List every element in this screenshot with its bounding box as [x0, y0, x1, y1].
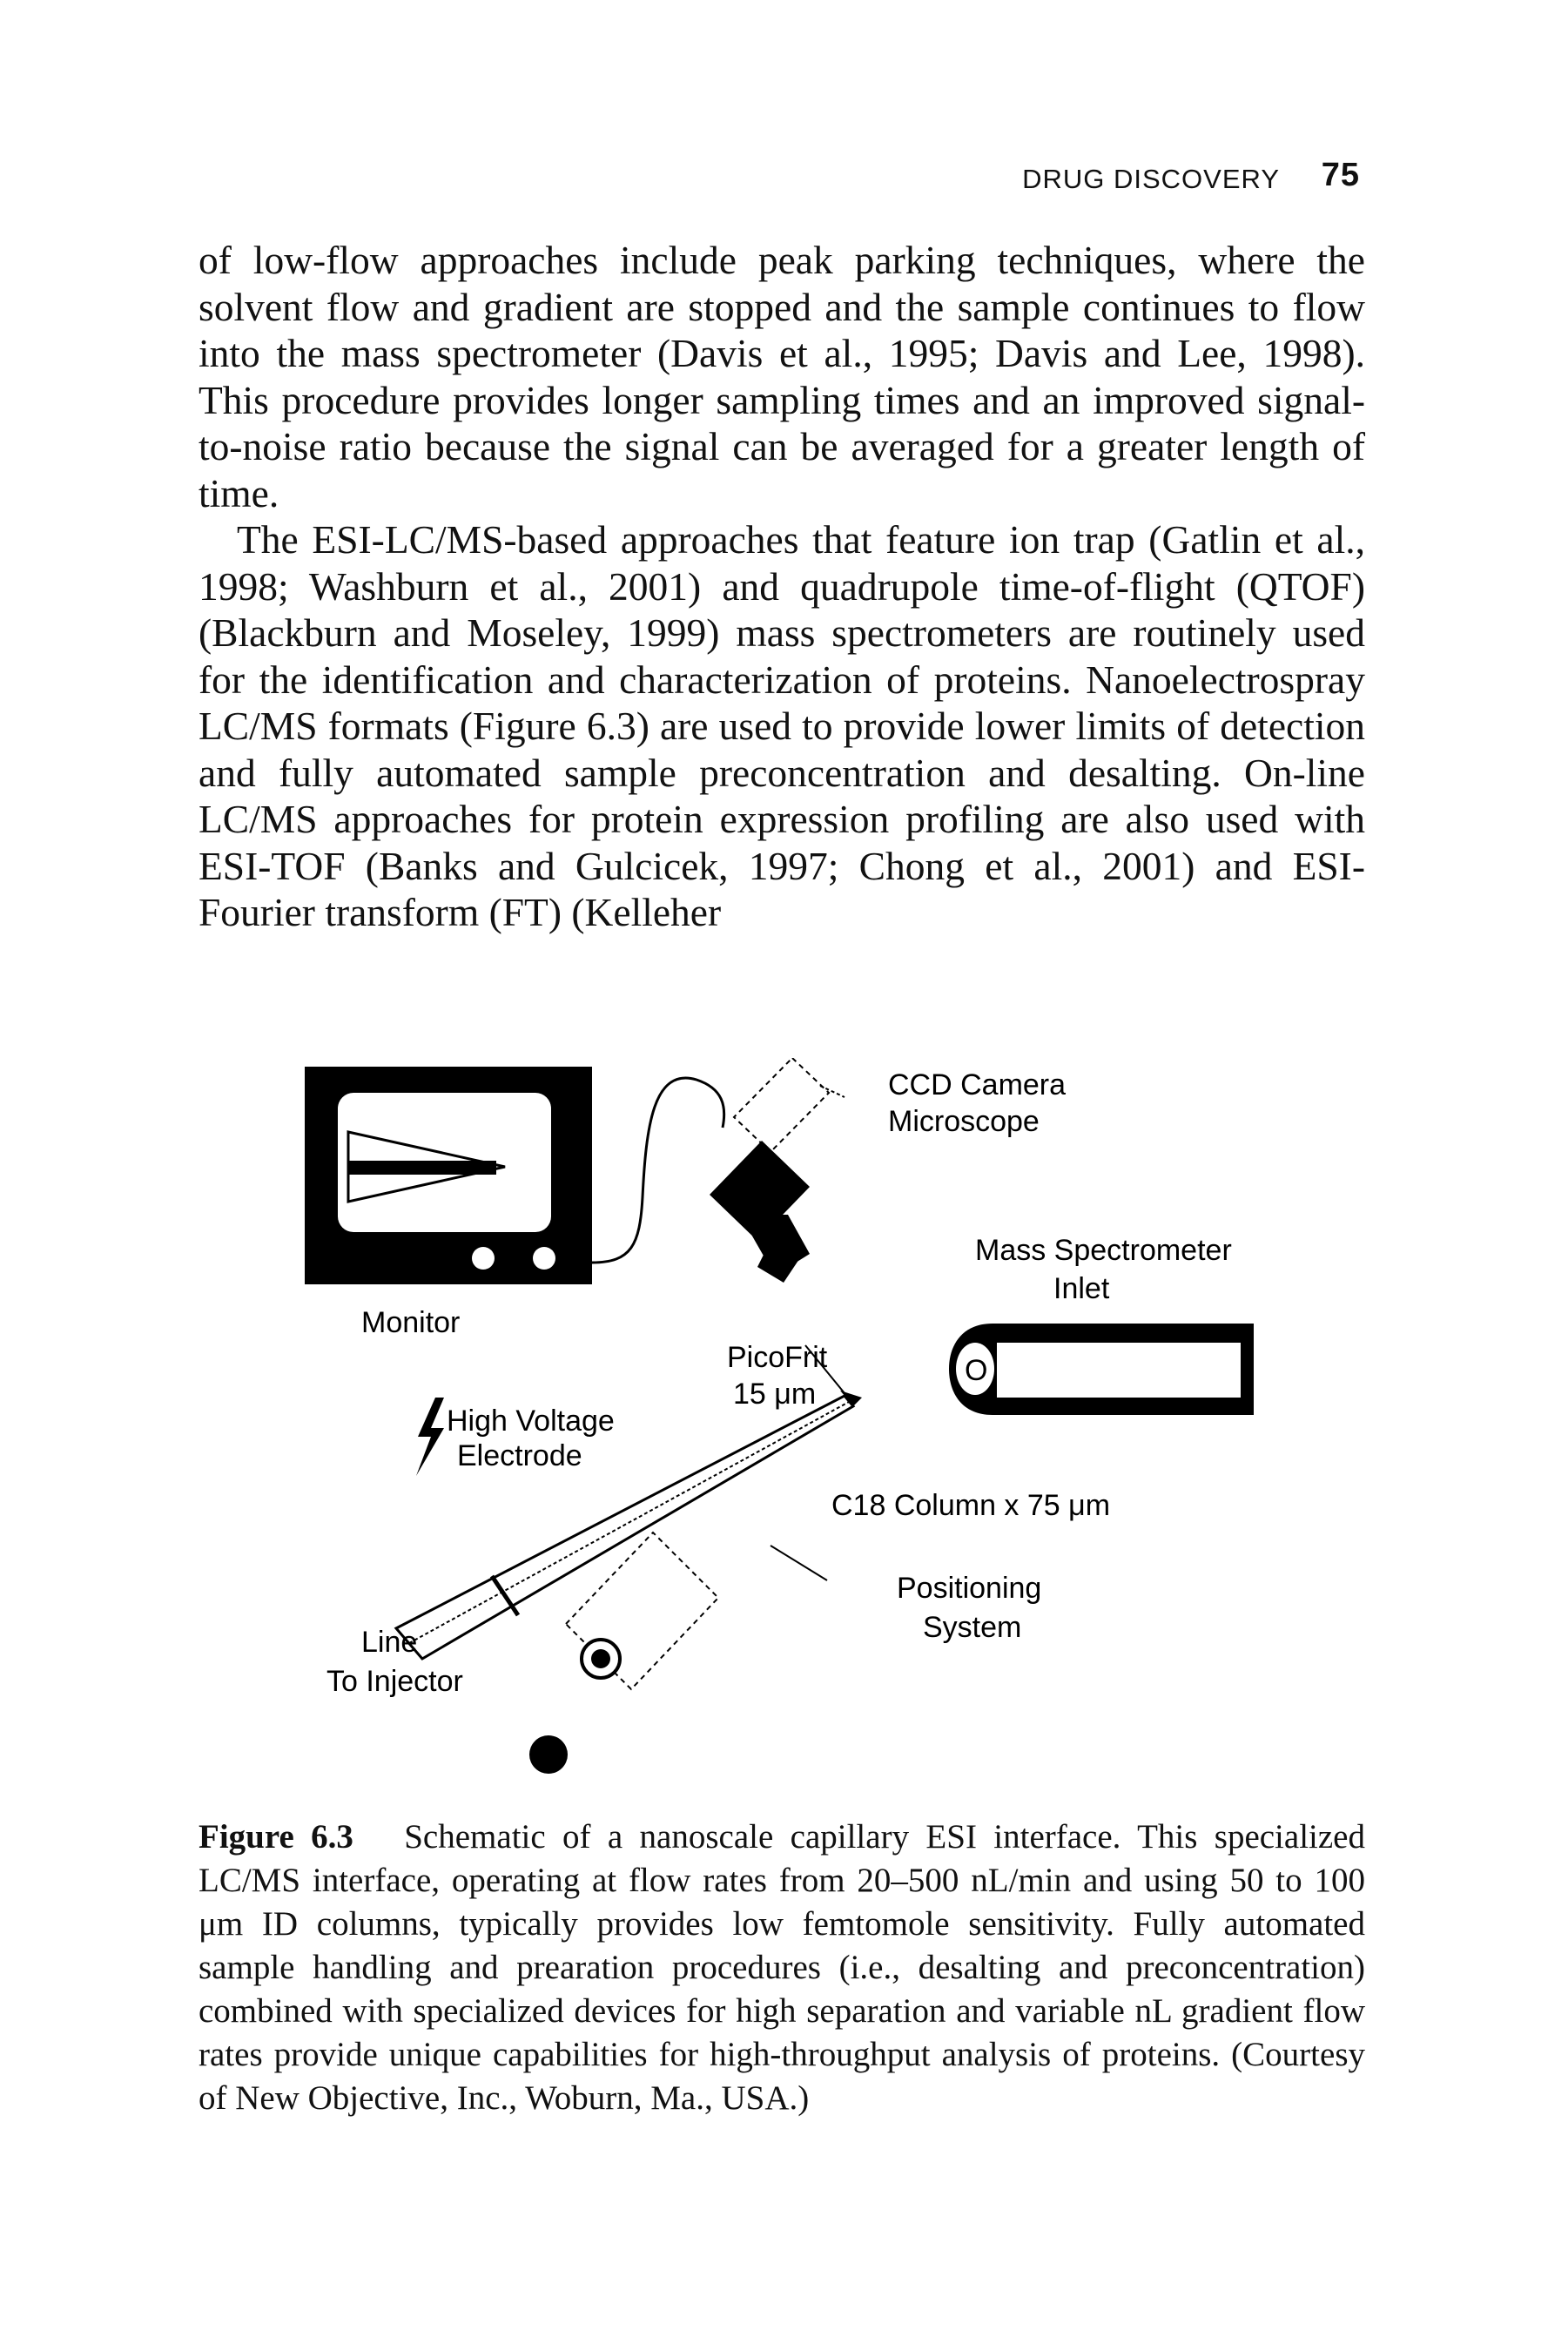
- positioning-system-icon: [529, 1531, 720, 1774]
- figure-caption: Figure 6.3 Schematic of a nanoscale capi…: [199, 1815, 1365, 2120]
- c18-leader: [770, 1545, 828, 1581]
- ccd-leader: [819, 1085, 845, 1098]
- hv-label-line2: Electrode: [457, 1439, 582, 1472]
- figure-6-3: CCD Camera Microscope Monitor Mass Spect…: [287, 1058, 1289, 1807]
- ms-inlet-icon: [949, 1324, 1254, 1415]
- running-header: DRUG DISCOVERY 75: [1010, 157, 1376, 200]
- body-text: of low-flow approaches include peak park…: [199, 237, 1365, 936]
- ccd-camera-icon: [710, 1058, 831, 1283]
- paragraph: of low-flow approaches include peak park…: [199, 238, 1365, 515]
- paragraph: The ESI-LC/MS-based approaches that feat…: [199, 517, 1365, 934]
- positioning-label-line1: Positioning: [897, 1572, 1041, 1605]
- monitor-icon: [305, 1067, 592, 1284]
- monitor-label: Monitor: [361, 1306, 460, 1339]
- picofrit-label-line2: 15 μm: [733, 1378, 816, 1411]
- line-label-line1: Line: [361, 1626, 417, 1659]
- page-number: 75: [1321, 157, 1360, 193]
- hv-label-line1: High Voltage: [447, 1405, 615, 1438]
- monitor-cable: [591, 1076, 726, 1264]
- inlet-mark: O: [965, 1354, 987, 1387]
- ccd-label-line2: Microscope: [888, 1105, 1040, 1138]
- picofrit-column-icon: [394, 1391, 862, 1661]
- ms-label-line2: Inlet: [1053, 1272, 1110, 1305]
- positioning-label-line2: System: [923, 1611, 1021, 1644]
- c18-label: C18 Column x 75 μm: [831, 1489, 1110, 1522]
- line-label-line2: To Injector: [326, 1665, 463, 1698]
- nanoscale-esi-schematic: CCD Camera Microscope Monitor Mass Spect…: [305, 1058, 1254, 1774]
- running-header-section: DRUG DISCOVERY: [1022, 164, 1280, 194]
- picofrit-label-line1: PicoFrit: [727, 1341, 828, 1374]
- ccd-label-line1: CCD Camera: [888, 1068, 1066, 1101]
- caption-text: Schematic of a nanoscale capillary ESI i…: [199, 1818, 1365, 2117]
- caption-label: Figure 6.3: [199, 1818, 387, 1856]
- picofrit-leader: [804, 1344, 845, 1394]
- ms-label-line1: Mass Spectrometer: [975, 1234, 1232, 1267]
- lightning-icon: [416, 1398, 444, 1476]
